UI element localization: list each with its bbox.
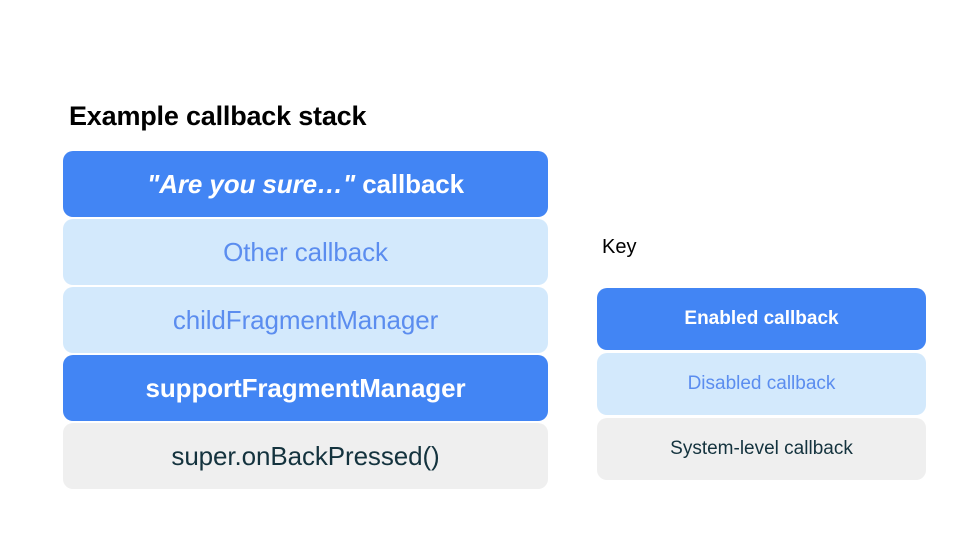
stack-bar-label-rest: callback: [355, 168, 465, 199]
key-legend: Enabled callback Disabled callback Syste…: [597, 288, 926, 480]
stack-bar-support-fragment-manager[interactable]: supportFragmentManager: [63, 355, 548, 421]
stack-bar-label: supportFragmentManager: [145, 372, 466, 403]
key-item-disabled-callback[interactable]: Disabled callback: [597, 353, 926, 415]
callback-stack: "Are you sure…" callback Other callback …: [63, 151, 548, 489]
key-item-label: Enabled callback: [684, 308, 839, 329]
key-item-label: Disabled callback: [687, 373, 836, 394]
stack-bar-super-on-back-pressed[interactable]: super.onBackPressed(): [63, 423, 548, 489]
stack-bar-are-you-sure-callback[interactable]: "Are you sure…" callback: [63, 151, 548, 217]
key-item-label: System-level callback: [670, 438, 853, 459]
key-item-enabled-callback[interactable]: Enabled callback: [597, 288, 926, 350]
stack-bar-child-fragment-manager[interactable]: childFragmentManager: [63, 287, 548, 353]
stack-bar-label: Other callback: [223, 236, 388, 267]
stack-bar-label: childFragmentManager: [172, 304, 439, 335]
key-item-system-level-callback[interactable]: System-level callback: [597, 418, 926, 480]
stack-bar-other-callback[interactable]: Other callback: [63, 219, 548, 285]
stack-bar-label-emphasis: "Are you sure…": [146, 168, 356, 199]
stack-title: Example callback stack: [69, 101, 367, 131]
stack-bar-label: "Are you sure…" callback: [147, 169, 464, 200]
key-title: Key: [602, 236, 637, 258]
stack-bar-label: super.onBackPressed(): [171, 440, 440, 471]
